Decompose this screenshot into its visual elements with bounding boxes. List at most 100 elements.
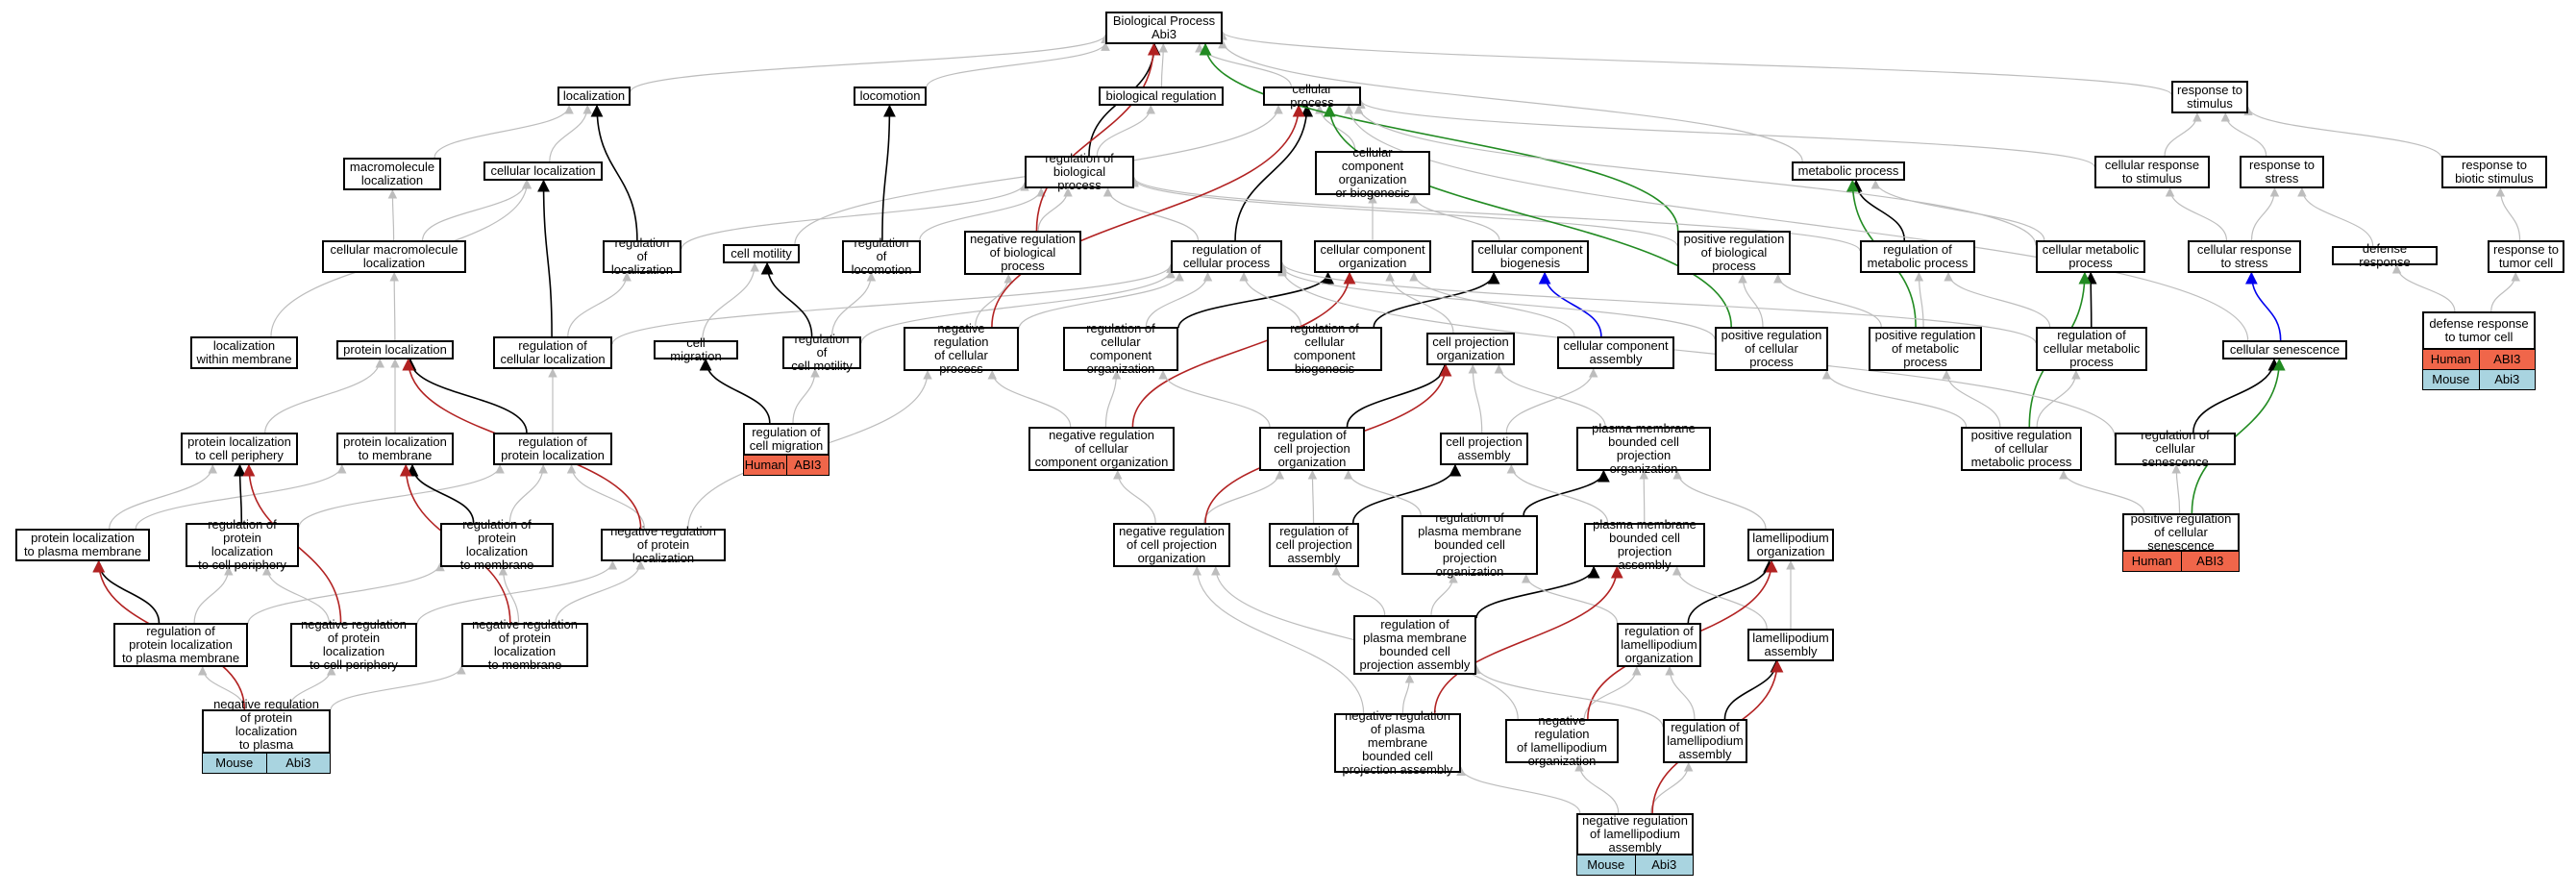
term-regulation-of-protein-localization-to-membrane[interactable]: regulation of protein localization to me… <box>440 518 554 572</box>
term-regulation-of-pmbcp-organization[interactable]: regulation of plasma membrane bounded ce… <box>1401 511 1538 579</box>
term-negative-regulation-of-protein-localization-to-plasma-membrane[interactable]: negative regulation of protein localizat… <box>202 698 331 765</box>
term-cellular-localization[interactable]: cellular localization <box>483 161 603 181</box>
term-protein-localization[interactable]: protein localization <box>336 340 454 359</box>
term-negative-regulation-of-lamellipodium-organization[interactable]: negative regulation of lamellipodium org… <box>1505 714 1619 768</box>
term-negative-regulation-of-protein-localization-to-membrane[interactable]: negative regulation of protein localizat… <box>461 618 588 672</box>
term-response-to-biotic-stimulus[interactable]: response to biotic stimulus <box>2441 156 2547 188</box>
term-regulation-of-cellular-component-biogenesis[interactable]: regulation of cellular component biogene… <box>1267 322 1382 376</box>
term-protein-localization-to-membrane[interactable]: protein localization to membrane <box>336 433 454 465</box>
term-lamellipodium-organization[interactable]: lamellipodium organization <box>1747 529 1834 561</box>
edge-part-of <box>590 104 638 241</box>
term-label: negative regulation of biological proces… <box>970 232 1076 273</box>
edge-is-a <box>549 105 592 162</box>
term-biological-regulation[interactable]: biological regulation <box>1099 87 1224 106</box>
term-negative-regulation-of-cellular-process[interactable]: negative regulation of cellular process <box>904 322 1019 376</box>
term-label: regulation of cellular component organiz… <box>1086 321 1155 376</box>
term-cell-projection-organization[interactable]: cell projection organization <box>1426 333 1515 365</box>
term-regulation-of-localization[interactable]: regulation of localization <box>603 236 681 277</box>
edge-part-of <box>1351 463 1462 524</box>
term-positive-regulation-of-metabolic-process[interactable]: positive regulation of metabolic process <box>1869 327 1982 371</box>
edge-is-a <box>1277 261 2037 344</box>
gene-label: ABI3 <box>794 458 822 472</box>
term-bp[interactable]: Biological Process Abi3 <box>1105 12 1223 44</box>
term-label: regulation of protein localization to pl… <box>121 624 240 665</box>
term-negative-regulation-of-protein-localization-to-cell-periphery[interactable]: negative regulation of protein localizat… <box>290 618 417 672</box>
term-regulation-of-protein-localization[interactable]: regulation of protein localization <box>493 433 612 465</box>
term-plasma-membrane-bounded-cell-projection-organization[interactable]: plasma membrane bounded cell projection … <box>1576 422 1711 476</box>
edge-is-a <box>1472 664 1664 728</box>
term-regulation-of-cell-projection-assembly[interactable]: regulation of cell projection assembly <box>1269 523 1359 567</box>
term-regulation-of-cell-projection-organization[interactable]: regulation of cell projection organizati… <box>1259 427 1365 471</box>
edge-is-a <box>1914 272 1924 328</box>
term-regulation-of-cellular-senescence[interactable]: regulation of cellular senescence <box>2115 429 2236 469</box>
term-cellular-macromolecule-localization[interactable]: cellular macromolecule localization <box>322 240 466 273</box>
term-cellular-component-organization[interactable]: cellular component organization <box>1314 240 1431 273</box>
term-cell-projection-assembly[interactable]: cell projection assembly <box>1440 433 1528 465</box>
term-regulation-of-biological-process[interactable]: regulation of biological process <box>1025 152 1134 192</box>
term-negative-regulation-of-cell-projection-organization[interactable]: negative regulation of cell projection o… <box>1113 523 1230 567</box>
edge-is-a <box>1401 674 1415 714</box>
edge-is-a <box>1672 566 1768 630</box>
term-positive-regulation-of-cellular-metabolic-process[interactable]: positive regulation of cellular metaboli… <box>1961 427 2082 471</box>
edge-is-a <box>1738 274 1764 328</box>
term-cellular-component-biogenesis[interactable]: cellular component biogenesis <box>1472 240 1589 273</box>
term-regulation-of-cellular-process[interactable]: regulation of cellular process <box>1171 240 1282 273</box>
term-regulation-of-lamellipodium-assembly[interactable]: regulation of lamellipodium assembly <box>1663 719 1747 763</box>
term-regulation-of-metabolic-process[interactable]: regulation of metabolic process <box>1860 240 1975 273</box>
term-cellular-component-org-or-biogenesis[interactable]: cellular component organization or bioge… <box>1315 146 1430 200</box>
term-regulation-of-cell-migration[interactable]: regulation of cell migration <box>743 423 830 456</box>
term-localization[interactable]: localization <box>557 87 631 106</box>
term-cell-motility[interactable]: cell motility <box>723 244 800 263</box>
term-lamellipodium-assembly[interactable]: lamellipodium assembly <box>1747 629 1834 661</box>
term-regulation-of-cellular-metabolic-process[interactable]: regulation of cellular metabolic process <box>2036 327 2147 371</box>
term-negative-regulation-of-lamellipodium-assembly[interactable]: negative regulation of lamellipodium ass… <box>1576 813 1694 855</box>
term-plasma-membrane-bounded-cell-projection-assembly[interactable]: plasma membrane bounded cell projection … <box>1584 518 1705 572</box>
term-label: biological regulation <box>1105 88 1217 103</box>
term-regulation-of-cellular-localization[interactable]: regulation of cellular localization <box>493 336 612 369</box>
term-cellular-response-to-stress[interactable]: cellular response to stress <box>2188 240 2301 273</box>
term-positive-regulation-of-cellular-process[interactable]: positive regulation of cellular process <box>1715 327 1828 371</box>
edge-is-a <box>1129 178 1678 246</box>
term-regulation-of-lamellipodium-organization[interactable]: regulation of lamellipodium organization <box>1617 623 1701 667</box>
term-response-to-tumor-cell[interactable]: response to tumor cell <box>2488 240 2564 273</box>
term-protein-localization-to-cell-periphery[interactable]: protein localization to cell periphery <box>181 433 298 465</box>
edge-part-of <box>406 463 475 524</box>
term-response-to-stress[interactable]: response to stress <box>2240 156 2324 188</box>
term-response-to-stimulus[interactable]: response to stimulus <box>2171 81 2248 113</box>
term-regulation-of-cellular-component-organization[interactable]: regulation of cellular component organiz… <box>1063 322 1178 376</box>
term-positive-regulation-of-biological-process[interactable]: positive regulation of biological proces… <box>1677 231 1791 275</box>
term-regulation-of-protein-localization-to-plasma-membrane[interactable]: regulation of protein localization to pl… <box>113 623 248 667</box>
term-cellular-response-to-stimulus[interactable]: cellular response to stimulus <box>2094 156 2210 188</box>
edge-negatively-regulates <box>1131 271 1356 428</box>
term-cellular-senescence[interactable]: cellular senescence <box>2222 340 2347 359</box>
term-localization-within-membrane[interactable]: localization within membrane <box>190 336 298 369</box>
term-cellular-process[interactable]: cellular process <box>1263 83 1361 110</box>
edge-is-a <box>702 262 759 341</box>
species-label: Mouse <box>1577 855 1636 875</box>
term-regulation-of-pmbcp-assembly[interactable]: regulation of plasma membrane bounded ce… <box>1353 615 1476 675</box>
term-metabolic-process[interactable]: metabolic process <box>1792 161 1905 181</box>
term-regulation-of-locomotion[interactable]: regulation of locomotion <box>842 236 921 277</box>
term-protein-localization-to-plasma-membrane[interactable]: protein localization to plasma membrane <box>15 529 150 561</box>
term-cellular-component-assembly[interactable]: cellular component assembly <box>1557 336 1674 369</box>
term-macromolecule-localization[interactable]: macromolecule localization <box>343 158 441 190</box>
term-negative-regulation-of-pmbcp-assembly[interactable]: negative regulation of plasma membrane b… <box>1334 709 1461 777</box>
term-defense-response[interactable]: defense response <box>2332 242 2438 269</box>
edge-is-a <box>1195 43 1292 87</box>
term-regulation-of-cell-motility[interactable]: regulation of cell motility <box>782 333 861 373</box>
term-locomotion[interactable]: locomotion <box>854 87 927 106</box>
term-cell-migration[interactable]: cell migration <box>654 336 738 363</box>
term-defense-response-to-tumor-cell[interactable]: defense response to tumor cell <box>2422 311 2536 350</box>
term-positive-regulation-of-cellular-senescence[interactable]: positive regulation of cellular senescen… <box>2122 512 2240 553</box>
term-negative-regulation-of-biological-process[interactable]: negative regulation of biological proces… <box>964 231 1081 275</box>
term-label: macromolecule localization <box>349 160 435 187</box>
term-negative-regulation-of-protein-localization[interactable]: negative regulation of protein localizat… <box>601 525 726 565</box>
term-negative-regulation-of-cellular-component-organization[interactable]: negative regulation of cellular componen… <box>1028 427 1175 471</box>
edge-is-a <box>416 560 618 625</box>
edge-is-a <box>1870 180 2045 241</box>
term-label: regulation of plasma membrane bounded ce… <box>1418 510 1522 579</box>
edge-part-of <box>92 559 161 624</box>
edge-is-a <box>1672 470 1767 530</box>
term-cellular-metabolic-process[interactable]: cellular metabolic process <box>2036 240 2145 273</box>
term-regulation-of-protein-localization-to-cell-periphery[interactable]: regulation of protein localization to ce… <box>186 518 299 572</box>
